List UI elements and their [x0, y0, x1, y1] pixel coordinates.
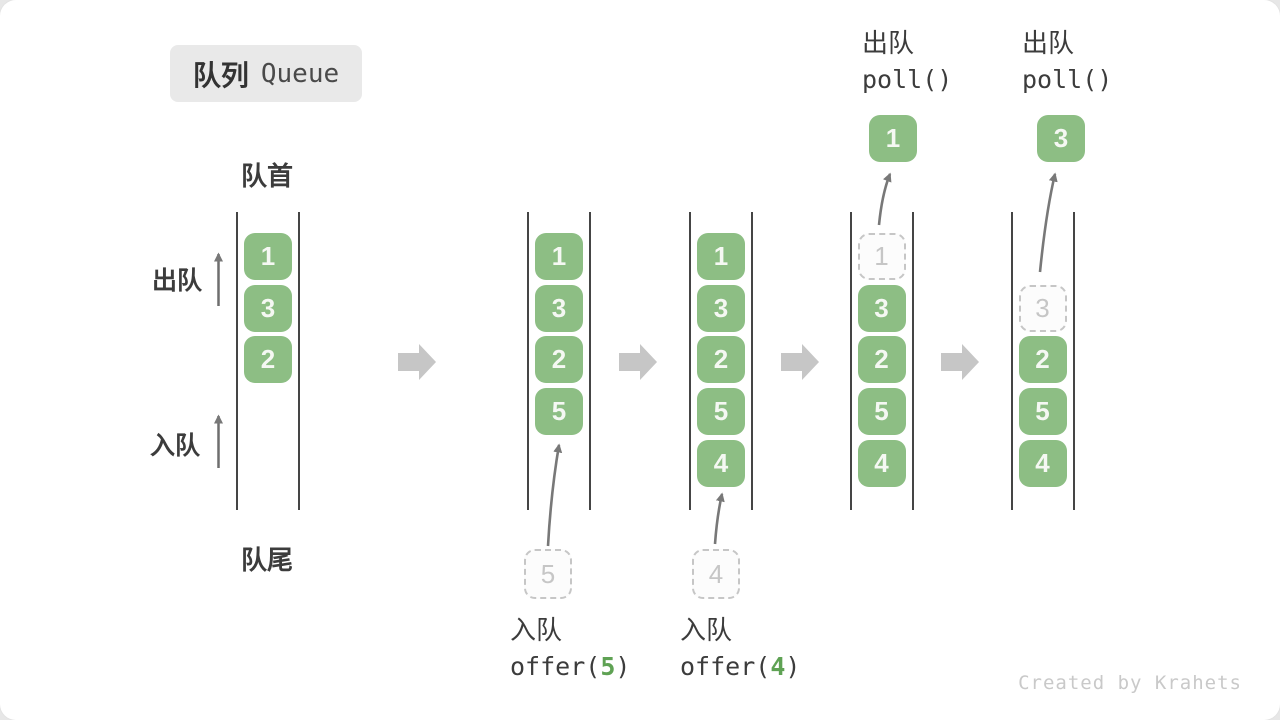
- enqueue-op-label: 入队 offer(4): [680, 615, 800, 682]
- op-code-part: poll(): [1022, 65, 1113, 94]
- dequeue-op-arrow: [877, 172, 892, 226]
- enqueue-side-label: 入队: [150, 432, 201, 460]
- op-code-part: offer(: [680, 652, 771, 681]
- queue-element-removed: 1: [857, 233, 906, 280]
- queue-element: 2: [857, 336, 906, 383]
- enqueue-op-arrow: [546, 443, 563, 547]
- queue-element: 3: [697, 285, 745, 332]
- next-state-arrow: [941, 344, 979, 380]
- enqueue-op-arrow: [713, 492, 725, 545]
- op-label-code: offer(4): [680, 652, 800, 682]
- popped-element: 3: [1037, 115, 1085, 162]
- queue-element: 2: [244, 336, 292, 383]
- next-state-arrow: [619, 344, 657, 380]
- dequeue-side-label: 出队: [152, 267, 203, 295]
- queue-wall-left: [236, 212, 238, 510]
- queue-wall-left: [527, 212, 529, 510]
- op-code-part: poll(): [862, 65, 953, 94]
- dequeue-op-arrow: [1038, 172, 1058, 273]
- queue-element: 3: [244, 285, 292, 332]
- queue-element: 5: [697, 388, 745, 435]
- popped-element: 1: [869, 115, 917, 162]
- credit-text: Created by Krahets: [1018, 672, 1242, 694]
- op-code-part: ): [615, 652, 631, 681]
- queue-element: 5: [857, 388, 906, 435]
- queue-wall-right: [1072, 212, 1075, 510]
- queue-element: 3: [535, 285, 583, 332]
- queue-element: 1: [697, 233, 745, 280]
- queue-wall-left: [689, 212, 691, 510]
- op-label-zh: 出队: [1022, 28, 1075, 58]
- incoming-element-ghost: 5: [524, 549, 572, 599]
- dequeue-op-label: 出队 poll(): [862, 28, 952, 95]
- queue-element: 5: [535, 388, 583, 435]
- enqueue-op-label: 入队 offer(5): [510, 615, 630, 682]
- op-code-part: 5: [600, 652, 616, 681]
- queue-element: 4: [857, 440, 906, 487]
- queue-element: 3: [857, 285, 906, 332]
- next-state-arrow: [781, 344, 819, 380]
- title-chip: 队列 Queue: [170, 45, 362, 102]
- op-code-part: offer(: [510, 652, 601, 681]
- op-code-part: 4: [770, 652, 786, 681]
- op-label-code: poll(): [862, 65, 952, 95]
- queue-element-removed: 3: [1018, 285, 1067, 332]
- op-label-zh: 出队: [862, 28, 915, 58]
- queue-wall-right: [911, 212, 914, 510]
- queue-element: 2: [1018, 336, 1067, 383]
- op-label-code: offer(5): [510, 652, 630, 682]
- op-code-part: ): [785, 652, 801, 681]
- queue-head-label: 队首: [241, 161, 294, 191]
- queue-wall-left: [849, 212, 852, 510]
- title-en: Queue: [260, 58, 340, 89]
- op-label-zh: 入队: [510, 615, 563, 645]
- queue-element: 1: [535, 233, 583, 280]
- queue-element: 1: [244, 233, 292, 280]
- queue-element: 2: [697, 336, 745, 383]
- queue-element: 2: [535, 336, 583, 383]
- queue-wall-right: [298, 212, 300, 510]
- queue-wall-right: [589, 212, 591, 510]
- queue-element: 4: [1018, 440, 1067, 487]
- title-zh: 队列: [192, 59, 249, 91]
- op-label-zh: 入队: [680, 615, 733, 645]
- incoming-element-ghost: 4: [692, 549, 740, 599]
- queue-tail-label: 队尾: [241, 545, 294, 575]
- queue-element: 4: [697, 440, 745, 487]
- next-state-arrow: [398, 344, 436, 380]
- dequeue-op-label: 出队 poll(): [1022, 28, 1112, 95]
- op-label-code: poll(): [1022, 65, 1112, 95]
- queue-wall-left: [1010, 212, 1013, 510]
- queue-element: 5: [1018, 388, 1067, 435]
- queue-wall-right: [751, 212, 753, 510]
